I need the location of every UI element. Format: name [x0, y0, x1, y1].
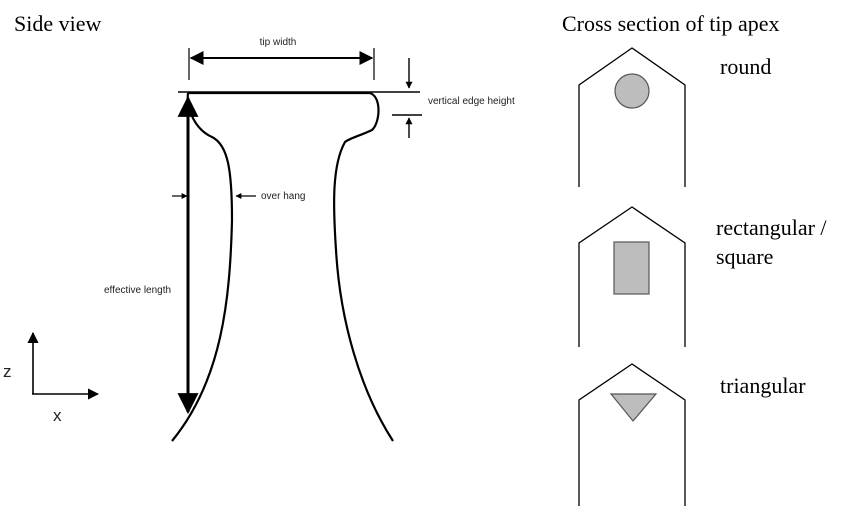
tip-outline-left — [171, 92, 234, 442]
round-apex-shape — [614, 73, 650, 109]
side-view-title: Side view — [14, 11, 101, 36]
effective-length-label: effective length — [104, 285, 171, 296]
cross-section-outline-rectangular — [578, 206, 686, 347]
round-label: round — [720, 54, 771, 79]
rectangular-label: rectangular / — [716, 215, 827, 240]
vertical-edge-height-label: vertical edge height — [428, 96, 515, 107]
tip-width-label: tip width — [260, 37, 297, 48]
tip-outline — [188, 91, 394, 442]
cross-section-outline-round — [578, 47, 686, 187]
z-axis-label: z — [3, 362, 12, 381]
x-axis-label: x — [53, 406, 62, 425]
triangular-apex-shape — [609, 393, 658, 422]
triangular-label: triangular — [720, 373, 806, 398]
over-hang-label: over hang — [261, 191, 305, 202]
rectangular-apex-shape — [613, 241, 650, 295]
cross-section-outline-triangular — [578, 363, 686, 506]
cross-section-title: Cross section of tip apex — [562, 11, 780, 36]
square-label: square — [716, 244, 773, 269]
